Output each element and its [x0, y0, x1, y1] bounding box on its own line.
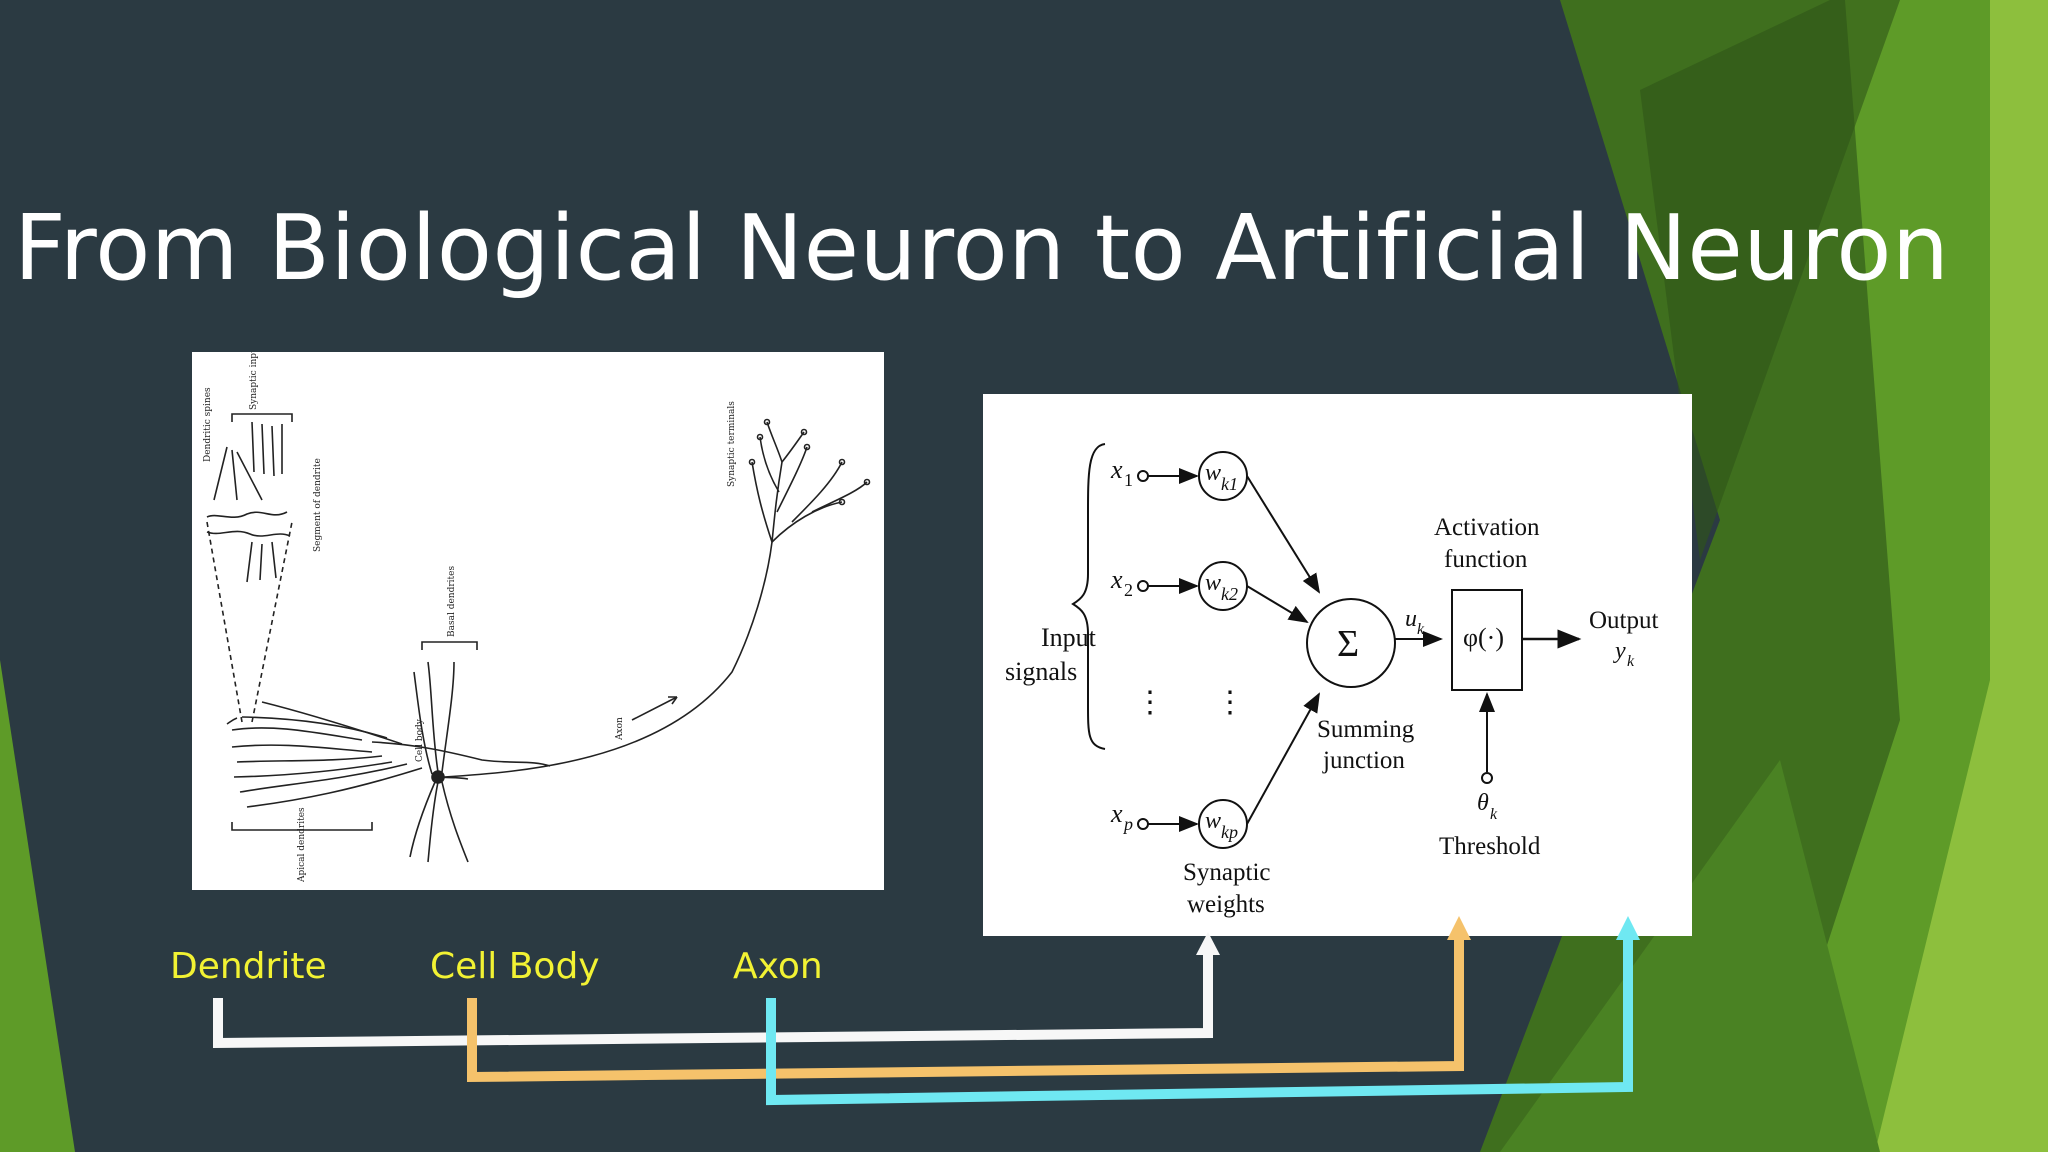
label-apical-dendrites: Apical dendrites — [297, 807, 307, 883]
biological-neuron-drawing: Dendritic spines Synaptic inputs Segment… — [203, 352, 871, 883]
x2-symbol: x — [1110, 565, 1123, 594]
summing-junction-node — [1306, 598, 1396, 688]
label-cell-body: Cell body — [415, 718, 425, 762]
label-basal-dendrites: Basal dendrites — [447, 566, 457, 637]
biological-neuron-figure: Dendritic spines Synaptic inputs Segment… — [192, 352, 884, 890]
threshold-label: Threshold — [1439, 833, 1541, 860]
svg-text:k2: k2 — [1221, 584, 1238, 604]
svg-text:k: k — [1417, 621, 1425, 638]
cell-body-label: Cell Body — [430, 946, 600, 987]
label-synaptic-terminals: Synaptic terminals — [727, 401, 737, 487]
xp-symbol: x — [1110, 799, 1123, 828]
cellbody-arrowhead — [1447, 916, 1471, 940]
left-green-shape — [0, 660, 75, 1152]
sum-symbol: Σ — [1337, 623, 1359, 665]
axon-to-output-connector — [766, 935, 1633, 1106]
activation-function-line2: function — [1444, 546, 1528, 573]
svg-text:k: k — [1627, 653, 1635, 670]
y-symbol: y — [1613, 638, 1626, 664]
input-signals-line1: Input — [1041, 623, 1097, 652]
input-row-1: x 1 w k1 — [1110, 451, 1321, 594]
output-label: Output — [1589, 607, 1659, 634]
svg-text:2: 2 — [1124, 580, 1133, 600]
input-ellipsis-x: ⋮ — [1135, 686, 1165, 719]
label-synaptic-inputs: Synaptic inputs — [249, 352, 259, 410]
axon-arrowhead — [1616, 916, 1640, 940]
label-segment-of-dendrite: Segment of dendrite — [313, 458, 323, 552]
label-axon: Axon — [615, 717, 625, 741]
activation-function-box — [1451, 589, 1523, 691]
cellbody-to-activation-connector — [467, 935, 1464, 1083]
dendrite-arrowhead — [1196, 932, 1220, 955]
axon-label: Axon — [733, 946, 823, 987]
svg-text:w: w — [1205, 808, 1221, 834]
phi-symbol: φ(·) — [1463, 623, 1504, 652]
input-row-2: x 2 w k2 — [1110, 561, 1309, 624]
dendrite-label: Dendrite — [170, 946, 327, 987]
input-ellipsis-w: ⋮ — [1215, 686, 1245, 719]
summing-junction-line1: Summing — [1317, 716, 1415, 743]
svg-text:w: w — [1205, 570, 1221, 596]
synaptic-weights-line2: weights — [1187, 891, 1265, 918]
synaptic-weights-line1: Synaptic — [1183, 859, 1271, 886]
svg-text:k1: k1 — [1221, 474, 1238, 494]
svg-text:kp: kp — [1221, 822, 1238, 842]
svg-text:p: p — [1122, 814, 1133, 834]
input-brace — [1071, 443, 1106, 750]
dendrite-to-input-connector — [213, 955, 1213, 1049]
u-symbol: u — [1405, 606, 1417, 632]
label-dendritic-spines: Dendritic spines — [203, 387, 213, 462]
x1-symbol: x — [1110, 455, 1123, 484]
input-row-p: x p w kp — [1110, 692, 1320, 849]
input-signals-line2: signals — [1005, 657, 1077, 686]
right-green-shape-shade — [1640, 0, 1900, 560]
svg-text:1: 1 — [1124, 470, 1133, 490]
svg-text:w: w — [1205, 460, 1221, 486]
right-green-shape-light — [1875, 0, 2048, 1152]
slide-title: From Biological Neuron to Artificial Neu… — [14, 196, 1950, 301]
artificial-neuron-drawing: Input signals x 1 w k1 x 2 w k2 — [1005, 443, 1659, 918]
right-green-shape-bottom — [1500, 760, 1880, 1152]
svg-text:k: k — [1490, 806, 1498, 823]
artificial-neuron-figure: Input signals x 1 w k1 x 2 w k2 — [983, 394, 1692, 936]
summing-junction-line2: junction — [1322, 747, 1405, 774]
activation-function-line1: Activation — [1434, 514, 1540, 541]
theta-symbol: θ — [1477, 790, 1489, 816]
